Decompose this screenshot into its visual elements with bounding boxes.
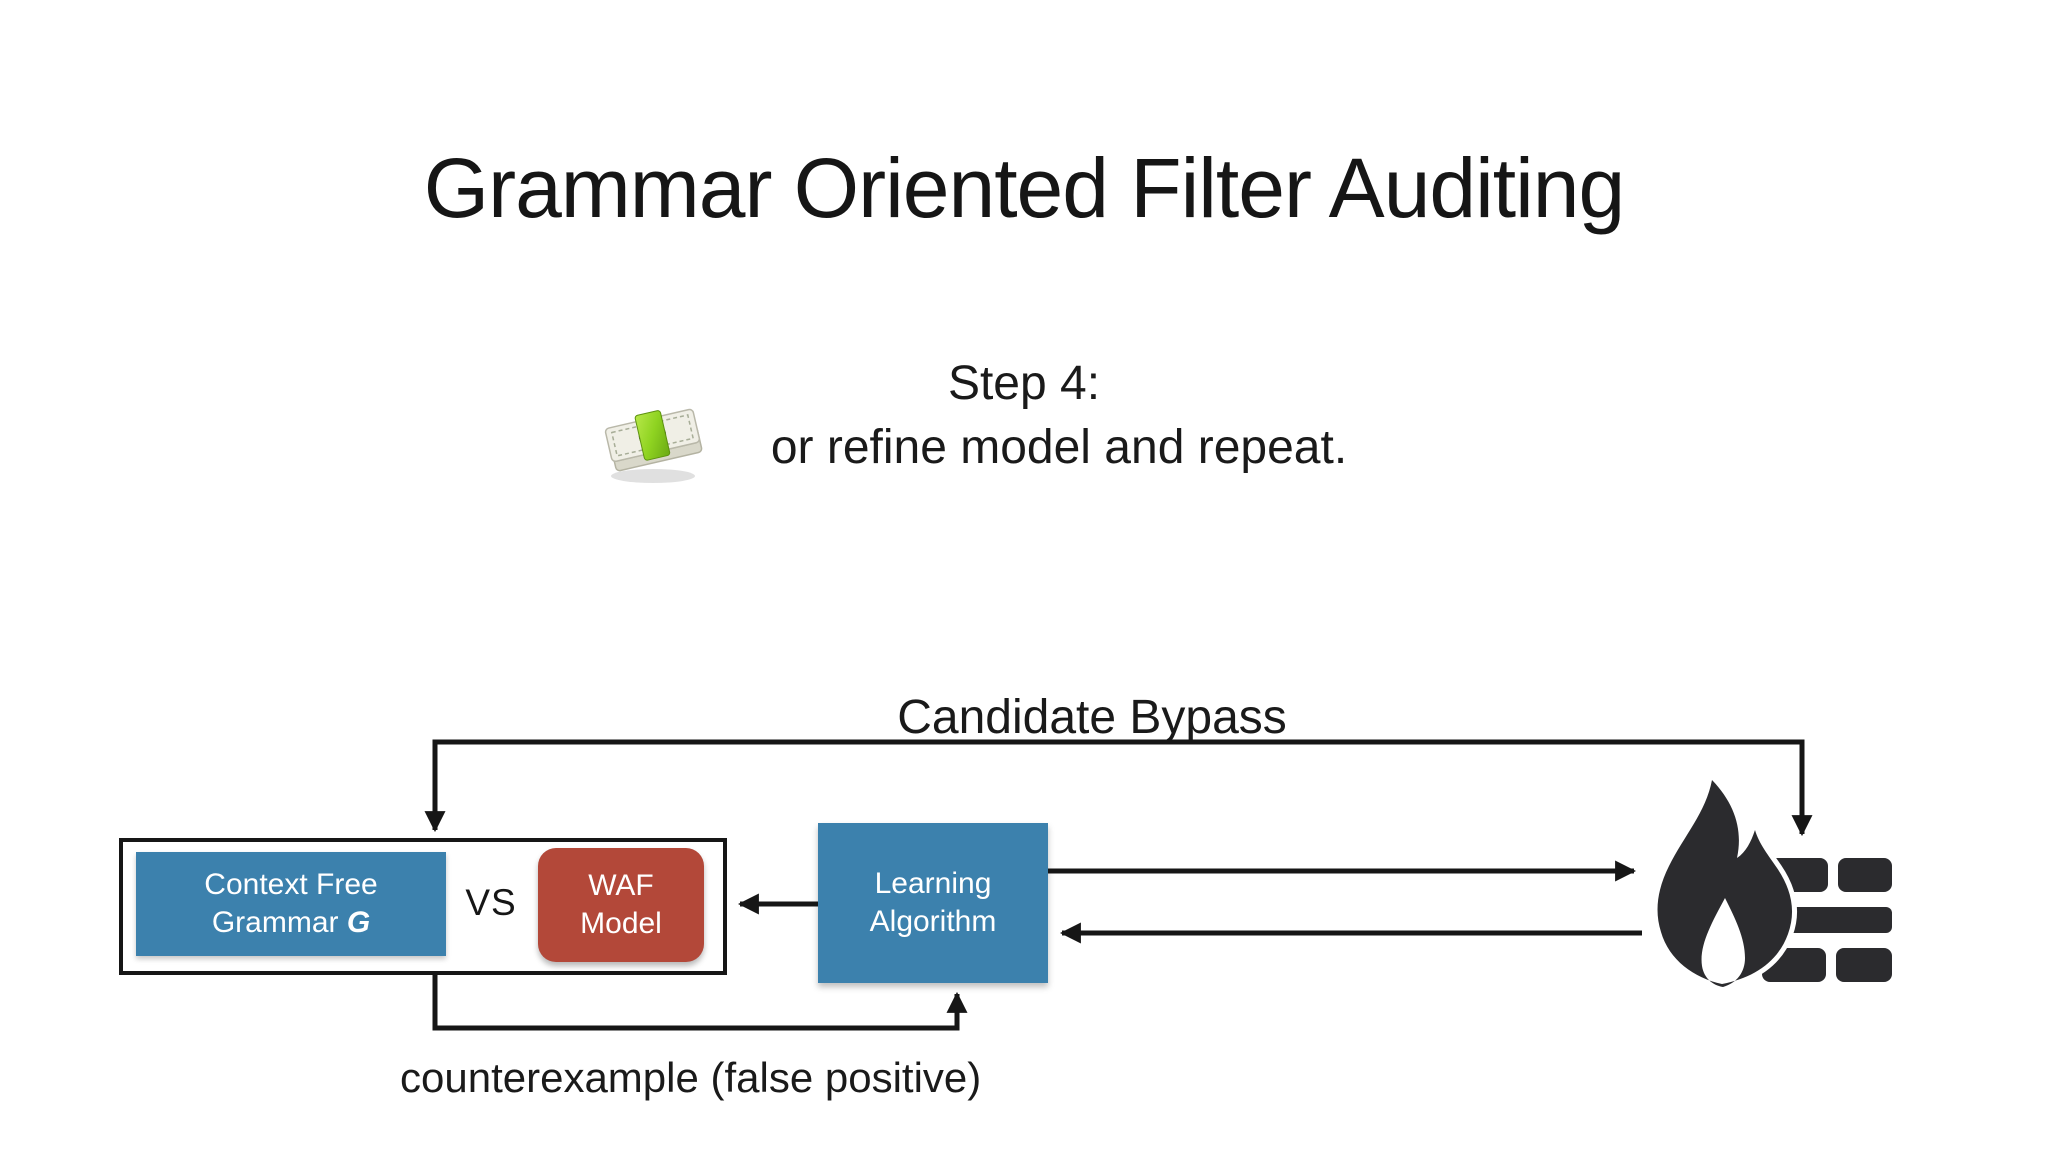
- grammar-g-symbol: G: [346, 906, 371, 939]
- context-free-grammar-node: Context Free Grammar G: [136, 852, 446, 956]
- counterexample-label: counterexample (false positive): [400, 1054, 982, 1101]
- firewall-icon: [1652, 778, 1892, 990]
- step-subtext: or refine model and repeat.: [770, 421, 1348, 474]
- arrow-candidate-bypass: [424, 739, 1813, 837]
- money-banknotes-icon: [604, 408, 703, 483]
- waf-line1: WAF: [588, 868, 654, 902]
- cfg-line2: Grammar G: [211, 906, 371, 939]
- waf-model-node: WAF Model: [538, 848, 704, 962]
- waf-line2: Model: [580, 907, 662, 940]
- slide-title: Grammar Oriented Filter Auditing: [423, 141, 1625, 235]
- learning-line1: Learning: [874, 866, 992, 900]
- candidate-bypass-label: Candidate Bypass: [897, 691, 1287, 744]
- learning-algorithm-node: Learning Algorithm: [818, 823, 1048, 983]
- step-heading: Step 4:: [947, 357, 1101, 410]
- learning-line2: Algorithm: [869, 905, 997, 938]
- cfg-line1: Context Free: [204, 867, 378, 901]
- vs-label: VS: [465, 882, 517, 923]
